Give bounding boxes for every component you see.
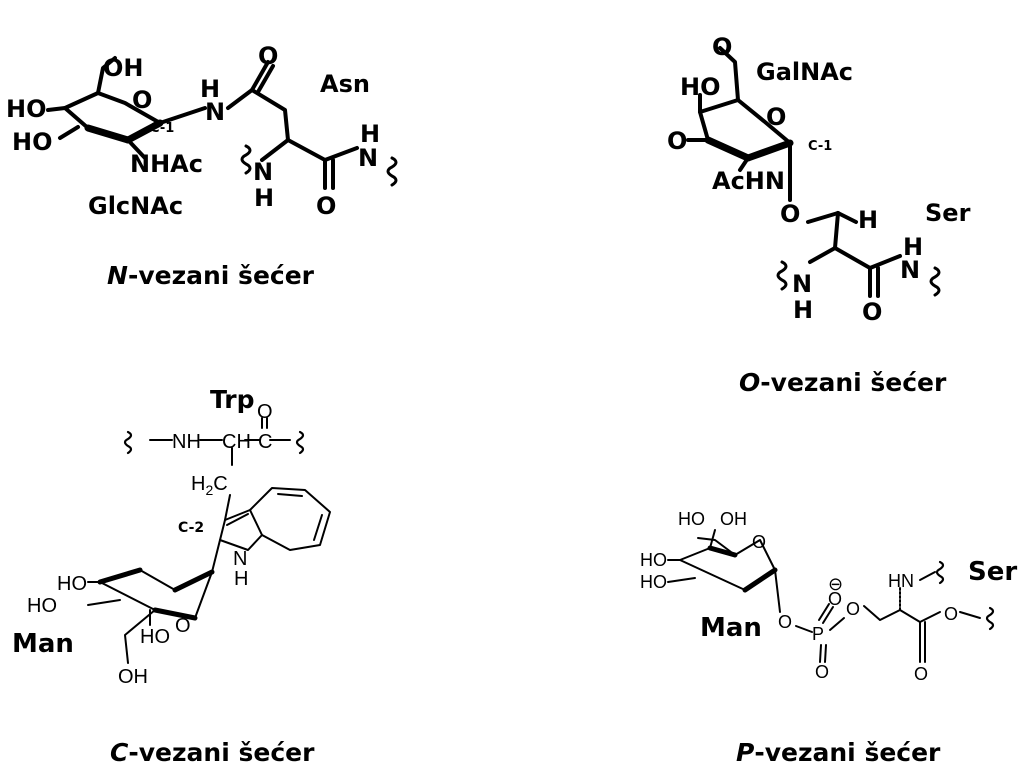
p-linked-caption-text: -vezani šećer [754,738,941,767]
c-indole-n-label: N [233,548,247,570]
n-h1-label: H [200,75,220,103]
o-h-label: H [858,206,878,234]
c-linked-caption-letter: C [110,738,129,767]
p-oh-label: OH [720,509,747,529]
o-amide-h-label: H [903,233,923,261]
o-o3-label: O [667,127,687,155]
o-ring-o-label: O [766,103,786,131]
c-h2c-label: H2C [191,473,228,498]
c-oh-label: OH [118,666,148,688]
n-oh-label: OH [103,54,144,82]
c-ho2-label: HO [27,595,57,617]
p-ho3-label: HO [640,572,667,592]
o-nh-n-label: N [792,270,812,298]
p-o1-label: O [778,612,792,632]
c-ring-o-label: O [175,615,191,637]
p-p-label: P [812,624,824,644]
c-ho3-label: HO [140,626,170,648]
n-backbone-nh-label: N [253,158,273,186]
p-hn-label: HN [888,571,914,591]
p-man-label: Man [700,613,762,643]
n-nhac-label: NHAc [130,150,203,178]
o-carbonyl-o-label: O [862,298,882,326]
n-linked-caption: N-vezani šećer [107,261,315,290]
o-c1-label: C-1 [808,139,832,154]
n-amide-n-label: N [358,144,378,172]
o-linked-structure: O GalNAc HO O O C-1 AcHN O H Ser N H H N… [667,33,971,397]
n-sugar-name: GlcNAc [88,192,183,220]
p-ho2-label: HO [640,550,667,570]
o-amide-n-label: N [900,256,920,284]
c-linked-caption-text: -vezani šećer [128,738,315,767]
n-carbonyl-o-label: O [258,42,278,70]
o-linked-caption-letter: O [739,368,760,397]
c-h2c-sub: 2 [205,482,213,498]
n-ho1-label: HO [6,95,47,123]
n-ring-o-label: O [132,86,152,114]
p-carbonyl-o-label: O [914,664,928,684]
o-ser-label: Ser [925,199,971,227]
c-linked-structure: Trp NH CH C O H2C C-2 N H HO HO O HO Man… [12,385,331,767]
o-link-o-label: O [780,200,800,228]
o-ho-label: HO [680,73,721,101]
c-linked-caption: C-vezani šećer [110,738,315,767]
o-linked-caption-text: -vezani šećer [760,368,947,397]
c-c-label: C [258,431,272,453]
c-nh-label: NH [172,431,201,453]
p-ho1-label: HO [678,509,705,529]
o-o6-label: O [712,33,732,61]
n-linked-structure: OH HO HO O C-1 NHAc GlcNAc H N O Asn N H… [6,42,398,290]
n-linked-caption-text: -vezani šećer [128,261,315,290]
c-man-label: Man [12,629,74,659]
n-linked-caption-letter: N [107,261,128,290]
n-asn-label: Asn [320,70,370,98]
c-c2-label: C-2 [178,520,204,536]
p-ser-label: Ser [968,557,1017,587]
c-h2c-h: H [191,473,205,495]
o-achn-label: AcHN [712,167,785,195]
n-ho2-label: HO [12,128,53,156]
p-ester-o-label: O [944,604,958,624]
o-linked-caption: O-vezani šećer [739,368,947,397]
p-ring-o-label: O [752,532,766,552]
p-charge-label: ⊖ [828,574,843,594]
p-linked-caption: P-vezani šećer [736,738,941,767]
p-linked-caption-letter: P [736,738,754,767]
c-ho1-label: HO [57,573,87,595]
n-nh-label: N [205,98,225,126]
p-po-top-label: O [828,589,842,609]
o-nh-h-label: H [793,296,813,324]
c-o-label: O [257,401,273,423]
c-trp-label: Trp [210,385,255,414]
p-po-bottom-label: O [815,662,829,682]
c-indole-h-label: H [234,568,248,590]
c-ch-label: CH [222,431,251,453]
p-linked-structure: HO OH HO HO O Man O P O ⊖ O O HN Ser O O… [640,509,1017,767]
n-c1-label: C-1 [150,121,174,136]
n-backbone-o-label: O [316,192,336,220]
n-amide-h-label: H [360,120,380,148]
c-h2c-c: C [213,473,227,495]
p-o2-label: O [846,599,860,619]
n-backbone-h-label: H [254,184,274,212]
o-sugar-name: GalNAc [756,58,853,86]
